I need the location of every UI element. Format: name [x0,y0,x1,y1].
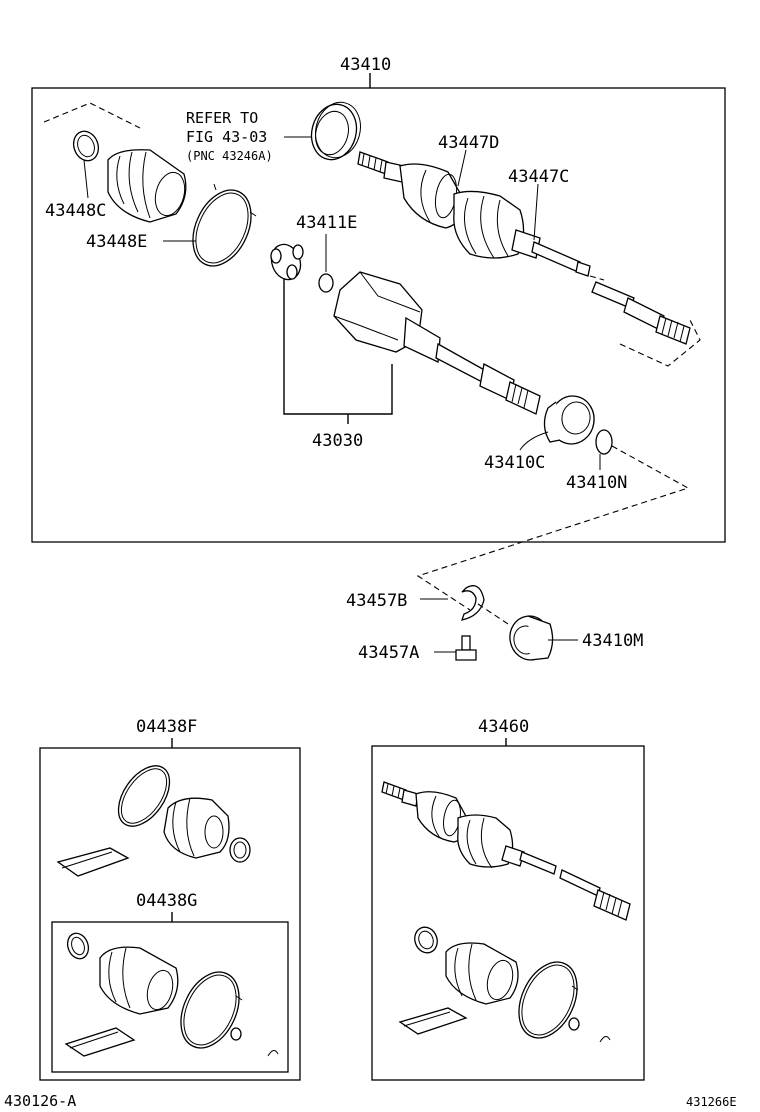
label-43447d[interactable]: 43447D [438,133,499,153]
label-43448c[interactable]: 43448C [45,201,106,221]
tripod-joint[interactable] [267,240,306,283]
boot-top-left [107,149,187,223]
refer-to-line3: (PNC 43246A) [186,149,273,163]
kit-04438f-parts [56,765,251,877]
refer-to-line1: REFER TO [186,109,258,127]
kit-43460-frame [371,745,645,1081]
label-43447c[interactable]: 43447C [508,167,569,187]
kit-04438g-parts [64,932,279,1057]
kit-04438g-frame [51,921,289,1073]
dashed-connector [416,445,690,611]
refer-to-line2: FIG 43-03 [186,128,267,146]
seal-43410m[interactable] [506,613,554,663]
snap-ring-43410n[interactable] [595,429,613,455]
footer-left-code: 430126-A [4,1092,76,1110]
kit-04438f-frame [39,747,301,1081]
label-43411e[interactable]: 43411E [296,213,357,233]
snap-ring-43457b[interactable] [461,585,485,621]
bearing-43410c[interactable] [543,393,597,448]
snap-ring-43411e[interactable] [318,273,334,293]
outboard-shaft[interactable] [357,151,591,277]
shaft-stub [591,281,691,345]
kit-43460-parts [381,781,631,1043]
label-43457a[interactable]: 43457A [358,643,419,663]
label-43410n[interactable]: 43410N [566,473,627,493]
main-assembly-frame [31,87,726,543]
label-43457b[interactable]: 43457B [346,591,407,611]
footer-right-code: 431266E [686,1095,737,1109]
label-04438f[interactable]: 04438F [136,717,197,737]
label-43030[interactable]: 43030 [312,431,363,451]
label-43410m[interactable]: 43410M [582,631,643,651]
clamp-43448c[interactable] [70,128,103,164]
retaining-ring[interactable] [306,97,367,164]
label-04438g[interactable]: 04438G [136,891,197,911]
band-43448e[interactable] [182,181,263,275]
label-43410[interactable]: 43410 [340,55,391,75]
bolt-43457a[interactable] [455,635,477,661]
label-43460[interactable]: 43460 [478,717,529,737]
inboard-joint-43030[interactable] [333,271,541,415]
label-43410c[interactable]: 43410C [484,453,545,473]
label-43448e[interactable]: 43448E [86,232,147,252]
